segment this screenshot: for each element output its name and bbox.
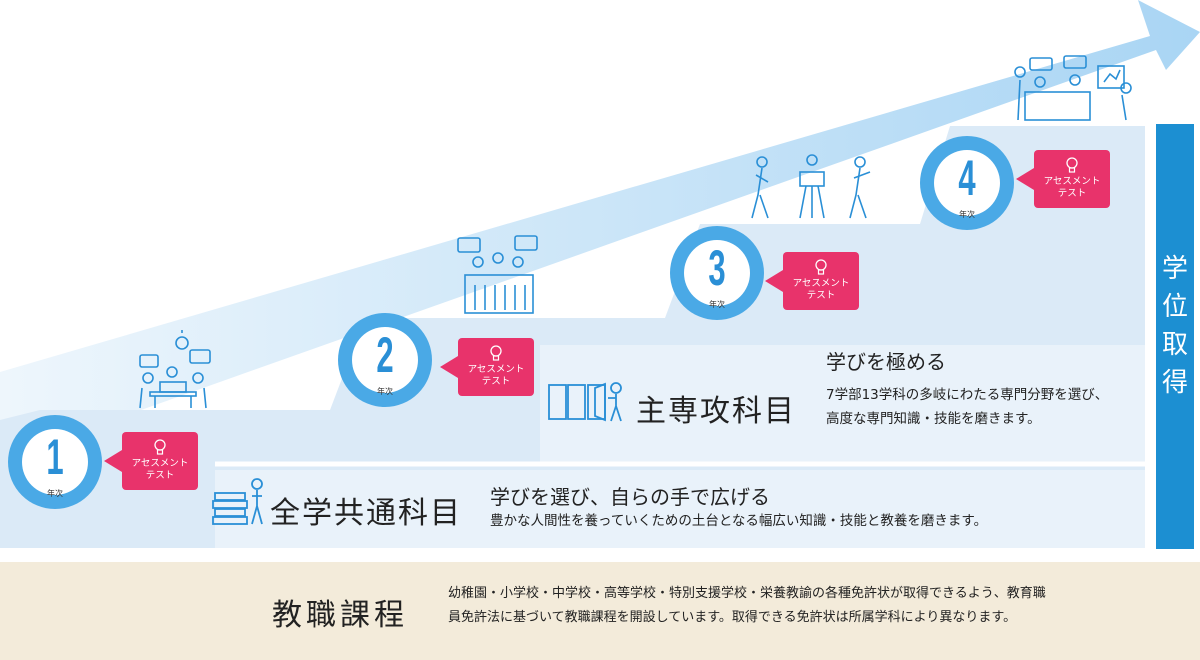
badge-text-line2: テスト — [806, 290, 836, 301]
degree-char-2: 位 — [1161, 292, 1188, 322]
year-number-2: 2 — [376, 327, 394, 383]
badge-text-line1: アセスメント — [792, 278, 850, 289]
growth-arrow — [0, 0, 1200, 460]
badge-text-line2: テスト — [1057, 188, 1087, 199]
year-ring-3 — [670, 226, 764, 320]
year-ring-1 — [8, 415, 102, 509]
teaching-course-section: 教職課程 幼稚園・小学校・中学校・高等学校・特別支援学校・栄養教諭の各種免許状が… — [0, 562, 1200, 660]
books-person-icon — [212, 478, 263, 525]
year-ring-4 — [920, 136, 1014, 230]
teaching-course-description-line1: 幼稚園・小学校・中学校・高等学校・特別支援学校・栄養教諭の各種免許状が取得できる… — [448, 586, 1046, 601]
lightbulb-icon — [154, 439, 166, 455]
assessment-badge-3: アセスメント テスト — [765, 252, 859, 310]
fieldwork-people-icon — [751, 154, 871, 219]
year-label-2: 年次 — [377, 387, 393, 396]
lightbulb-icon — [490, 345, 502, 361]
year-number-1: 1 — [46, 429, 64, 485]
year-number-4: 4 — [958, 150, 976, 206]
doors-person-icon — [548, 382, 622, 422]
major-course-heading: 学びを極める — [826, 350, 946, 374]
degree-char-1: 学 — [1161, 254, 1188, 284]
degree-char-3: 取 — [1161, 330, 1188, 360]
lightbulb-icon — [1066, 157, 1078, 173]
teaching-course-description-line2: 員免許法に基づいて教職課程を開設しています。取得できる免許状は所属学科により異な… — [448, 610, 1017, 625]
major-course-description-line2: 高度な専門知識・技能を磨きます。 — [826, 411, 1041, 427]
year-label-4: 年次 — [959, 210, 975, 219]
study-group-icon — [457, 235, 538, 314]
major-course-title: 主専攻科目 — [636, 394, 796, 429]
teaching-course-title: 教職課程 — [272, 598, 408, 633]
degree-char-4: 得 — [1161, 368, 1188, 398]
assessment-badge-2: アセスメント テスト — [440, 338, 534, 396]
assessment-badge-4: アセスメント テスト — [1016, 150, 1110, 208]
general-course-heading: 学びを選び、自らの手で広げる — [490, 485, 770, 509]
discussion-group-icon — [139, 330, 211, 409]
year-label-1: 年次 — [47, 489, 63, 498]
badge-text-line2: テスト — [145, 470, 175, 481]
badge-text-line1: アセスメント — [467, 364, 525, 375]
lightbulb-icon — [815, 259, 827, 275]
presentation-icon — [1014, 55, 1132, 121]
badge-text-line1: アセスメント — [131, 458, 189, 469]
year-number-3: 3 — [708, 240, 726, 296]
year-label-3: 年次 — [709, 300, 725, 309]
year-ring-2 — [338, 313, 432, 407]
assessment-badge-1: アセスメント テスト — [104, 432, 198, 490]
badge-text-line1: アセスメント — [1043, 176, 1101, 187]
degree-bar: 学 位 取 得 — [1156, 124, 1194, 549]
badge-text-line2: テスト — [481, 376, 511, 387]
general-course-description: 豊かな人間性を養っていくための土台となる幅広い知識・技能と教養を磨きます。 — [490, 513, 988, 529]
major-course-description-line1: 7学部13学科の多岐にわたる専門分野を選び、 — [826, 387, 1109, 403]
general-course-title: 全学共通科目 — [270, 496, 462, 531]
